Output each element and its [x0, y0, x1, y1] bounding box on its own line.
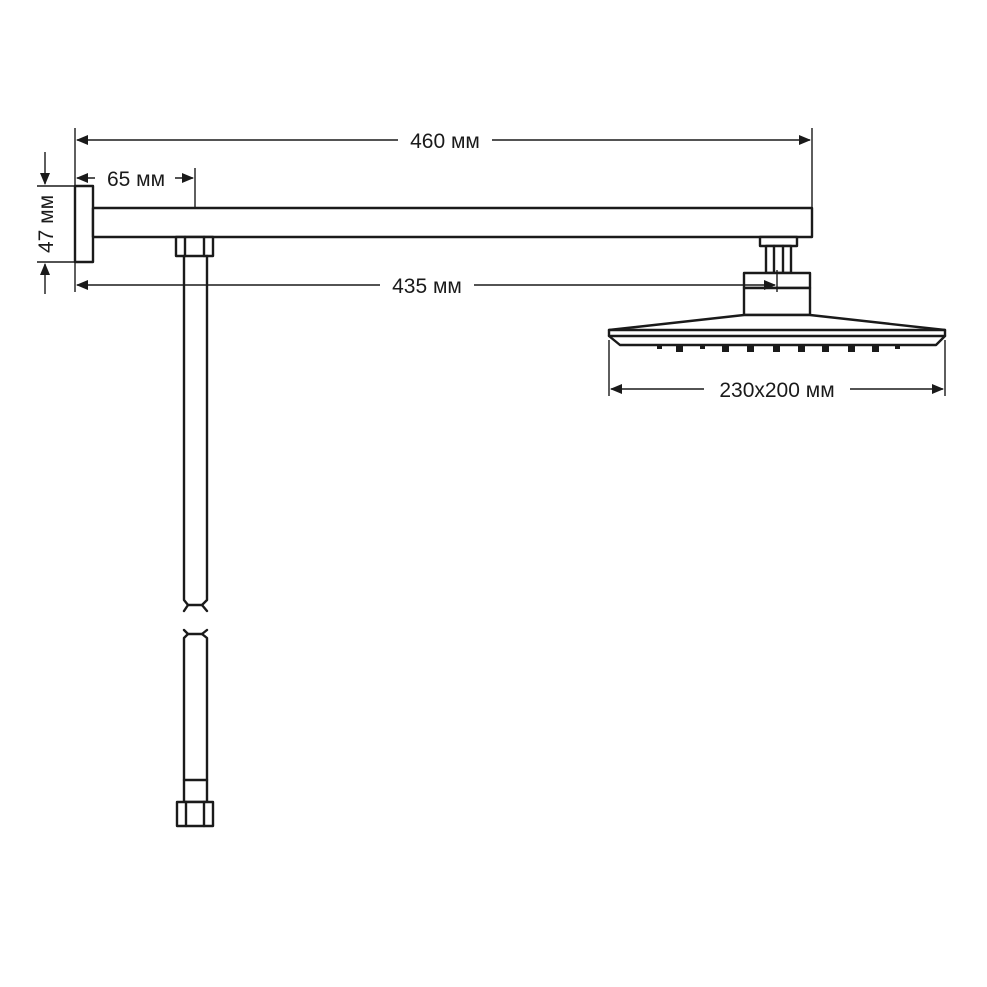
dimension-label-435: 435 мм: [392, 275, 462, 298]
dimension-label-460: 460 мм: [410, 130, 480, 153]
hose-upper-segment: [182, 254, 209, 613]
dimension-head-size: 230x200 мм: [608, 340, 946, 402]
dimension-label-65: 65 мм: [107, 168, 165, 191]
hose-bottom-nut: [175, 800, 215, 828]
hose-top-nut: [174, 235, 215, 258]
dimension-arm-length: 435 мм: [74, 262, 778, 298]
shower-arm: [91, 206, 814, 239]
shower-head: [607, 313, 947, 347]
dimension-total-length: 460 мм: [74, 128, 813, 208]
hose-lower-segment: [182, 628, 209, 804]
wall-flange: [73, 184, 95, 264]
dimension-label-230x200: 230x200 мм: [719, 379, 834, 402]
dimension-flange-height: 47 мм: [35, 152, 75, 294]
shower-head-nozzles: [657, 345, 900, 352]
dimension-label-47: 47 мм: [35, 195, 58, 253]
shower-head-connector: [742, 235, 812, 317]
dimension-hose-offset: 65 мм: [76, 168, 196, 208]
